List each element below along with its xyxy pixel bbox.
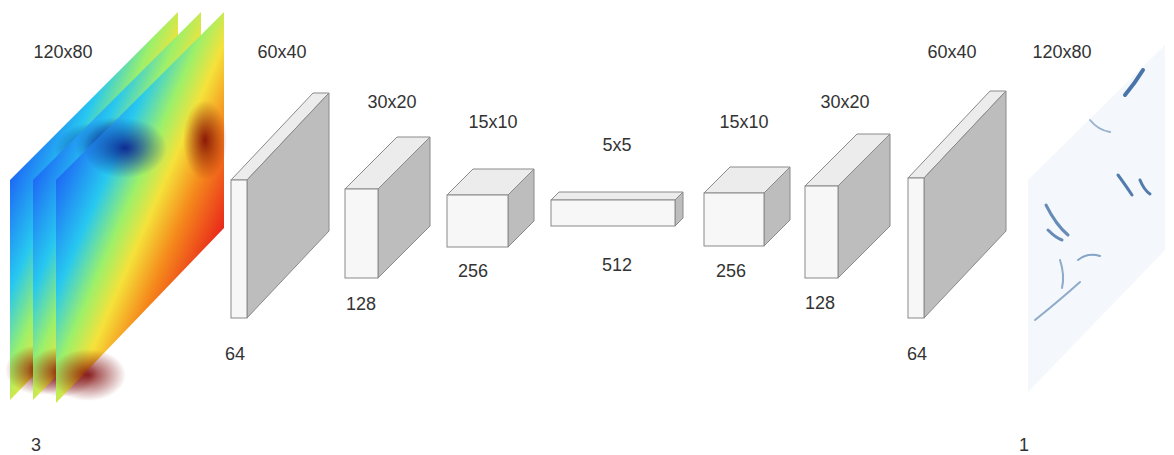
feature-blocks	[231, 91, 1006, 318]
input-size: 15x10	[468, 113, 517, 131]
channel-count: 64	[907, 345, 927, 363]
channel-count: 256	[458, 262, 488, 280]
input-size: 120x80	[33, 43, 92, 61]
input-size: 5x5	[602, 136, 631, 154]
input-size: 60x40	[927, 43, 976, 61]
input-heatmap	[5, 12, 227, 403]
channel-count: 512	[602, 256, 632, 274]
input-size: 30x20	[820, 93, 869, 111]
output-map	[1028, 45, 1165, 392]
input-size: 120x80	[1032, 43, 1091, 61]
channel-count: 1	[1019, 436, 1029, 454]
channel-count: 128	[805, 294, 835, 312]
input-size: 30x20	[367, 93, 416, 111]
channel-count: 64	[225, 345, 245, 363]
input-size: 15x10	[719, 113, 768, 131]
channel-count: 256	[716, 262, 746, 280]
channel-count: 3	[31, 436, 41, 454]
input-size: 60x40	[257, 43, 306, 61]
channel-count: 128	[346, 295, 376, 313]
